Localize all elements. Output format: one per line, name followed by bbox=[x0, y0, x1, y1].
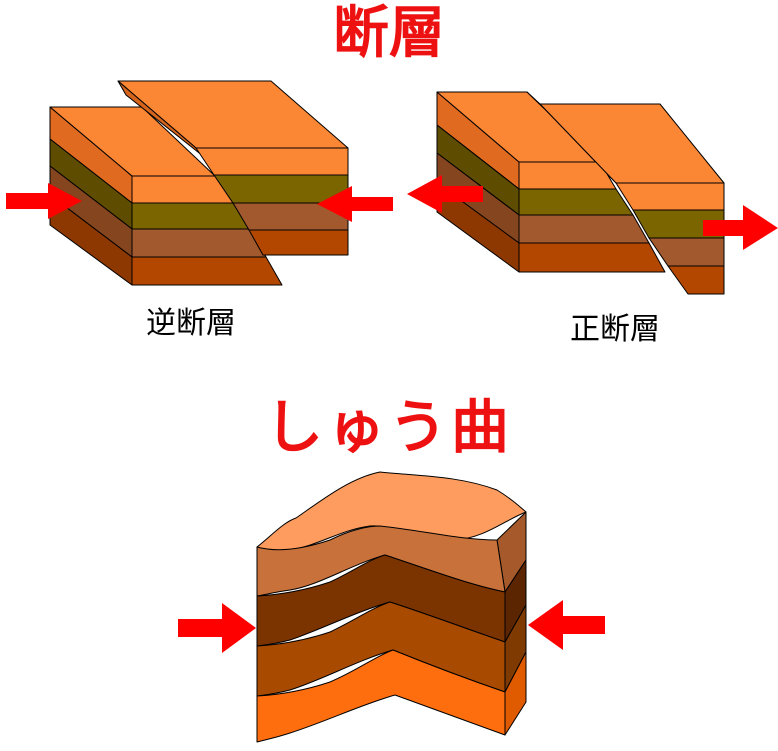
normal-left-arrow-icon bbox=[407, 175, 483, 213]
reverse-fault-block bbox=[49, 80, 349, 286]
reverse-left-front-rust-layer bbox=[131, 256, 283, 286]
reverse-left-front-brown-layer bbox=[131, 228, 267, 258]
normal-right-front-top-layer bbox=[615, 182, 725, 211]
normal-left-front-olive-layer bbox=[518, 188, 634, 216]
normal-left-front-rust-layer bbox=[518, 242, 666, 273]
reverse-left-front-olive-layer bbox=[131, 202, 251, 230]
normal-right-front-rust-layer bbox=[667, 265, 725, 295]
normal-fault-label: 正断層 bbox=[570, 312, 660, 347]
fold-left-arrow-icon bbox=[178, 603, 256, 653]
reverse-left-arrow-icon bbox=[6, 183, 82, 219]
reverse-right-front-rust-layer bbox=[248, 229, 349, 256]
normal-left-front-brown-layer bbox=[518, 214, 650, 244]
reverse-right-front-top-layer bbox=[195, 147, 349, 176]
fold-title: しゅう曲 bbox=[264, 393, 513, 461]
reverse-fault-label: 逆断層 bbox=[146, 306, 236, 341]
fold-right-arrow-icon bbox=[528, 600, 605, 650]
normal-fault-block bbox=[436, 91, 725, 295]
fold-front-layer-4 bbox=[256, 649, 506, 743]
fault-title: 断層 bbox=[333, 1, 445, 66]
normal-right-arrow-icon bbox=[703, 205, 778, 250]
normal-right-front-brown-layer bbox=[648, 237, 725, 267]
fold-block bbox=[256, 471, 527, 743]
reverse-right-arrow-icon bbox=[317, 186, 393, 222]
